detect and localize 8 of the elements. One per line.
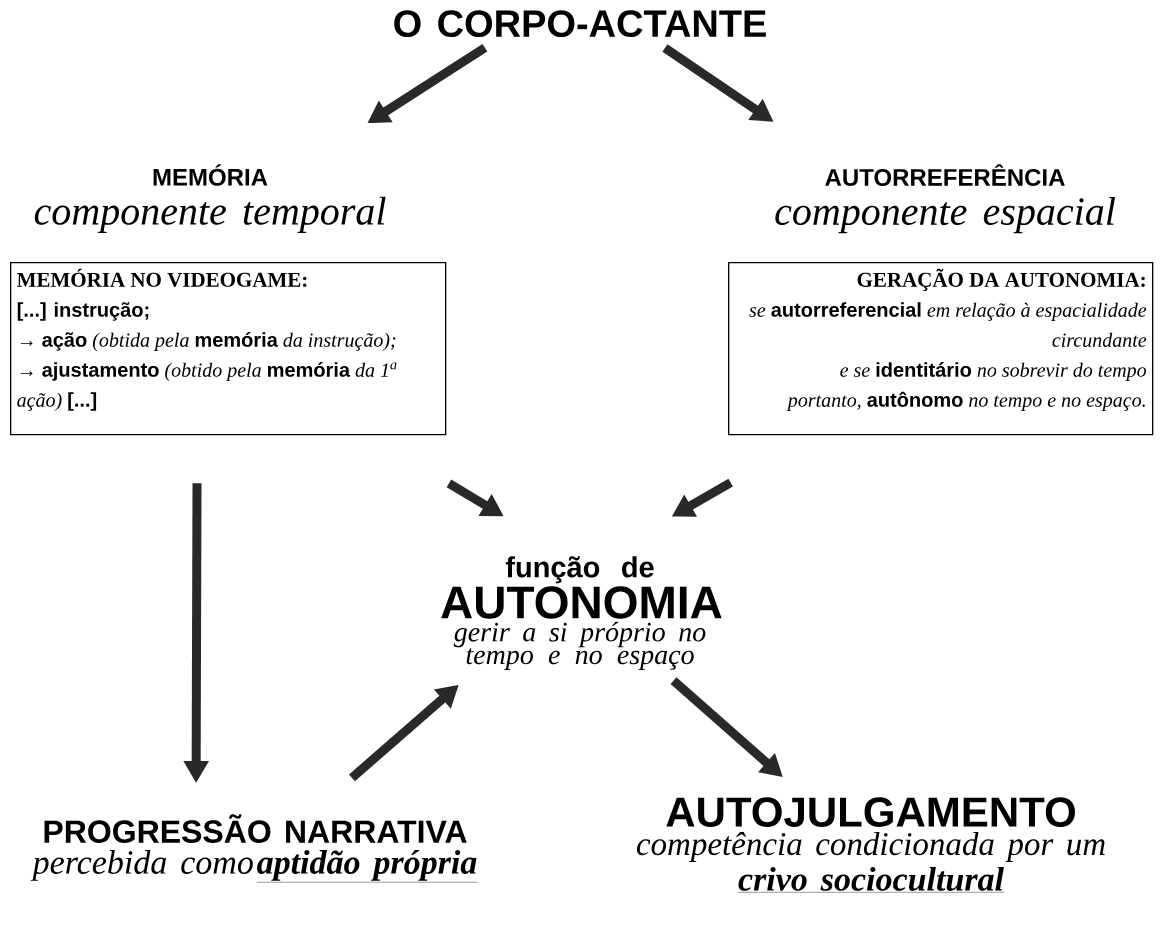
- section-heading: AUTORREFERÊNCIA componente espacial: [775, 164, 1116, 234]
- text-box: GERAÇÃO DA AUTONOMIA: se autorreferencial em relação à espacialidade circundante e se identitário no sobrevir do tempo portanto, autônomo no tempo e no espaço.: [728, 262, 1154, 436]
- center-text: função de AUTONOMIA gerir a si próprio no tempo e no espaço: [441, 556, 722, 670]
- section-heading: MEMÓRIA componente temporal: [34, 164, 386, 233]
- result-text: AUTOJULGAMENTO competência condicionada por um crivo sociocultural: [636, 797, 1105, 893]
- heading-text: O CORPO-ACTANTE: [394, 10, 766, 38]
- result-text: PROGRESSÃO NARRATIVA percebida comoaptidão própria: [30, 814, 478, 883]
- text-box: MEMÓRIA NO VIDEOGAME: [...] instrução; → ação (obtida pela memória da instrução); → ajustamento (obtido pela memória da 1$^{a}$ ação) [...]: [10, 262, 447, 436]
